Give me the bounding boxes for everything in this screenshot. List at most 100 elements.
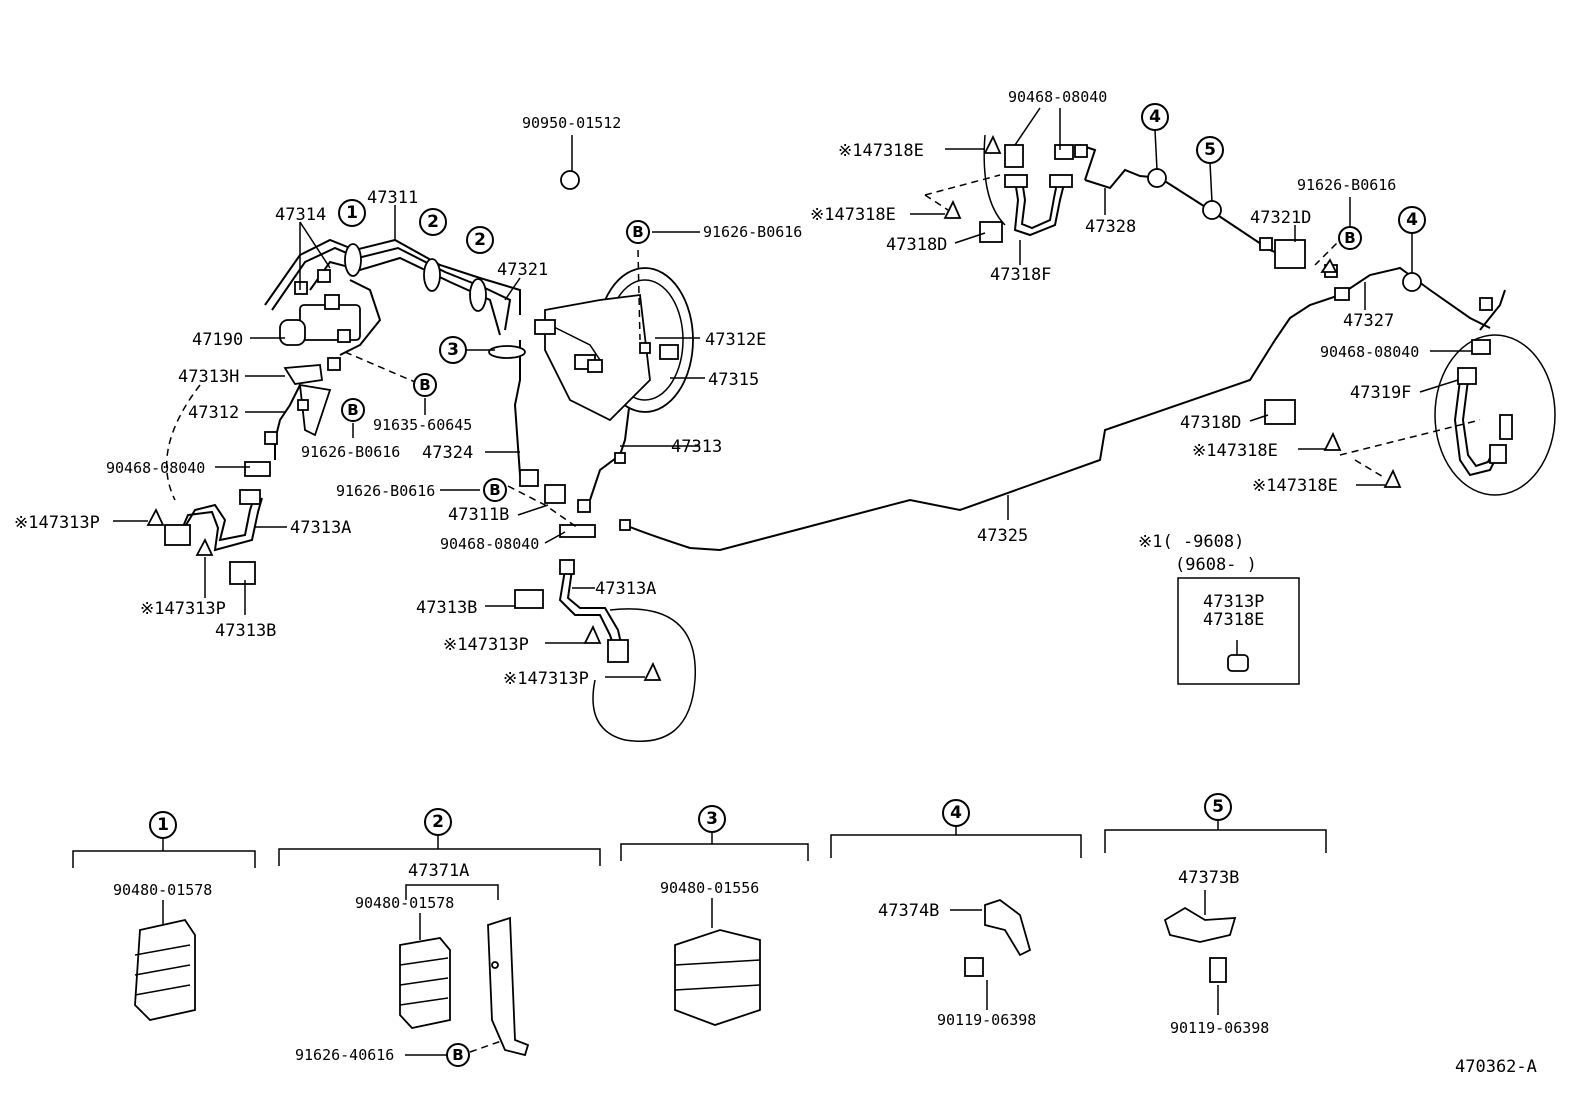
plug-90950-01512 (560, 170, 580, 190)
label-90950-01512: 90950-01512 (522, 114, 621, 132)
label-147313p-b: ※147313P (140, 599, 226, 619)
note-box-part-2: 47318E (1203, 610, 1264, 630)
label-47312: 47312 (188, 403, 239, 423)
label-47311: 47311 (367, 188, 418, 208)
marker-b-3: B (347, 401, 358, 419)
tube-bundle-c (309, 256, 501, 336)
plate-right-front (592, 608, 696, 742)
note-box-part-1: 47313P (1203, 592, 1264, 612)
note-box: ※1( -9608) (9608- ) 47313P 47318E (1138, 532, 1300, 685)
label-g2-90480-01578: 90480-01578 (355, 894, 454, 912)
label-47313b-b: 47313B (416, 598, 477, 618)
marker-1-main: 1 (346, 203, 358, 223)
part-labels: 90950-01512 47311 47314 47321 91626-B061… (14, 88, 1419, 689)
hose-47313a-left-2 (174, 497, 263, 552)
backing-plates (165, 134, 1556, 742)
label-47325: 47325 (977, 526, 1028, 546)
tube-47312 (274, 384, 301, 460)
label-47328: 47328 (1085, 217, 1136, 237)
label-47190: 47190 (192, 330, 243, 350)
label-g4-47374b: 47374B (878, 901, 939, 921)
detail-group-3: 3 90480-01556 (620, 805, 809, 1026)
bolt-47318d-left (979, 221, 1003, 243)
tube-bundle-b (271, 246, 512, 331)
label-147313p-d: ※147313P (503, 669, 589, 689)
plate-rear-left (983, 134, 1006, 226)
label-47318f: 47318F (990, 265, 1051, 285)
marker-b-2: B (419, 376, 430, 394)
label-47313a-a: 47313A (290, 518, 351, 538)
label-g3-90480-01556: 90480-01556 (660, 879, 759, 897)
label-g2-47371a: 47371A (408, 861, 469, 881)
label-47321: 47321 (497, 260, 548, 280)
hose-47319f (1453, 379, 1501, 477)
label-47313b-a: 47313B (215, 621, 276, 641)
label-47314: 47314 (275, 205, 326, 225)
marker-b-1: B (632, 223, 643, 241)
label-91626-b0616-d: 91626-B0616 (1297, 176, 1396, 194)
label-91635-60645: 91635-60645 (373, 416, 472, 434)
marker-5-main: 5 (1204, 140, 1216, 160)
detail-group-5: 5 47373B 90119-06398 (1104, 793, 1327, 1037)
label-47312e: 47312E (705, 330, 766, 350)
marker-b-5: B (1344, 229, 1355, 247)
marker-4-main-a: 4 (1149, 107, 1161, 127)
hose-47313a-left (179, 494, 256, 542)
label-147318e-d: ※147318E (1252, 476, 1338, 496)
label-g2-91626-40616: 91626-40616 (295, 1046, 394, 1064)
label-g4-90119-06398: 90119-06398 (937, 1011, 1036, 1029)
label-47313: 47313 (671, 437, 722, 457)
marker-4-detail: 4 (950, 803, 962, 823)
label-47313a-b: 47313A (595, 579, 656, 599)
marker-2-detail: 2 (432, 812, 444, 832)
plate-rear-right (1434, 334, 1556, 496)
label-90468-08040-d: 90468-08040 (1320, 343, 1419, 361)
label-147318e-a: ※147318E (838, 141, 924, 161)
hose-47318f (1013, 179, 1066, 237)
tube-47314-loop (339, 279, 382, 356)
brake-booster (534, 267, 694, 422)
label-90468-08040-a: 90468-08040 (106, 459, 205, 477)
fittings (164, 144, 1513, 663)
proportioning-valve (279, 269, 361, 346)
label-91626-b0616-a: 91626-B0616 (703, 223, 802, 241)
label-g1-90480-01578: 90480-01578 (113, 881, 212, 899)
marker-1-detail: 1 (157, 815, 169, 835)
label-47311b: 47311B (448, 505, 509, 525)
callout-markers: 1 2 2 3 4 5 4 B B B B B B (338, 103, 1426, 1067)
label-91626-b0616-c: 91626-B0616 (336, 482, 435, 500)
hose-47313a-right (558, 569, 616, 651)
marker-4-main-b: 4 (1406, 210, 1418, 230)
bracket-47321d (1274, 239, 1306, 269)
label-147318e-c: ※147318E (1192, 441, 1278, 461)
diagram-id: 470362-A (1455, 1057, 1537, 1077)
label-47321d: 47321D (1250, 208, 1311, 228)
marker-5-detail: 5 (1212, 797, 1224, 817)
label-147318e-b: ※147318E (810, 205, 896, 225)
bracket-47313h (283, 364, 332, 437)
label-g5-90119-06398: 90119-06398 (1170, 1019, 1269, 1037)
label-147313p-a: ※147313P (14, 513, 100, 533)
marker-2-main-a: 2 (427, 212, 439, 232)
label-47313h: 47313H (178, 367, 239, 387)
label-g5-47373b: 47373B (1178, 868, 1239, 888)
label-91626-b0616-b: 91626-B0616 (301, 443, 400, 461)
leader-lines (113, 107, 1472, 678)
label-47324: 47324 (422, 443, 473, 463)
note-line-1: ※1( -9608) (1138, 532, 1244, 552)
marker-b-4: B (489, 481, 500, 499)
detail-group-2: 2 47371A 90480-01578 91626-40616 (278, 808, 601, 1064)
bolt-47318d-right (1264, 399, 1296, 425)
detail-group-4: 4 47374B 90119-06398 (830, 799, 1082, 1029)
marker-3-main: 3 (447, 340, 459, 360)
label-47315: 47315 (708, 370, 759, 390)
bolt-47313b-right (514, 589, 544, 609)
label-90468-08040-c: 90468-08040 (1008, 88, 1107, 106)
label-147313p-c: ※147313P (443, 635, 529, 655)
tube-47327-end (1479, 289, 1506, 331)
marker-2-main-b: 2 (474, 230, 486, 250)
label-47319f: 47319F (1350, 383, 1411, 403)
tube-47324 (513, 340, 531, 486)
